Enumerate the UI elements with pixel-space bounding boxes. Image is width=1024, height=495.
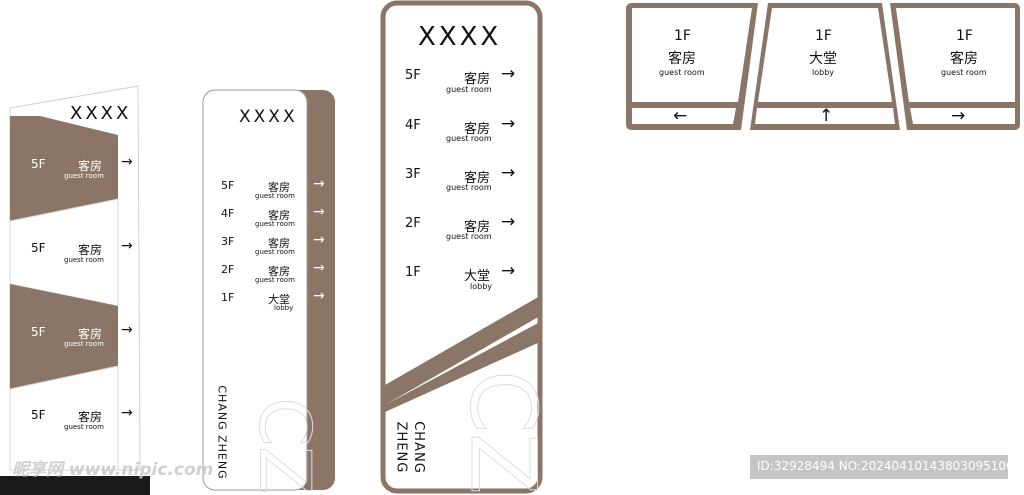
sign-1-floor: 5F [31,157,46,171]
sign-1-arrow-icon: → [121,322,133,338]
sign-4-en: guest room [941,68,987,77]
sign-4-arrow-left-icon: ← [673,106,688,126]
sign-4-floor: 1F [956,28,973,44]
sign-2-zh: 客房 [268,209,290,222]
sign-3-floor: 5F [405,68,421,83]
sign-1-arrow-icon: → [121,238,133,254]
sign-2-en: guest room [255,220,295,228]
sign-3-zh: 客房 [464,220,491,235]
sign-4-zh: 客房 [950,51,978,67]
sign-4-zh: 大堂 [809,51,837,67]
sign-2-zh: 客房 [268,181,290,194]
sign-1-floor: 5F [31,325,46,339]
sign-4-floor: 1F [815,28,832,44]
sign-1-zh: 客房 [78,243,103,257]
sign-4-en: lobby [812,68,835,77]
sign-2-en: guest room [255,276,295,284]
watermark-id-box [750,455,1008,479]
sign-3-floor: 1F [405,265,421,280]
sign-4-floor: 1F [674,28,691,44]
sign-3-en: guest room [446,85,492,94]
sign-1-floor: 5F [31,408,46,422]
sign-2-floor: 2F [221,263,235,276]
sign-2-arrow-icon: → [313,204,325,220]
sign-3-en: guest room [446,134,492,143]
sign-2-floor: 5F [221,179,235,192]
sign-2-arrow-icon: → [313,260,325,276]
sign-2-floor: 1F [221,291,235,304]
sign-2-floor: 3F [221,235,235,248]
sign-2-title: XXXX [239,107,298,127]
sign-4-arrow-up-icon: ↑ [819,106,834,126]
sign-3-floor: 4F [405,118,421,133]
sign-1-arrow-icon: → [121,154,133,170]
sign-1-zh: 客房 [78,327,103,341]
sign-3-en: lobby [470,282,493,291]
sign-2-en: lobby [274,304,294,312]
sign-3-arrow-icon: → [501,64,516,84]
sign-3-arrow-icon: → [501,212,516,232]
sign-3-zh: 客房 [464,171,491,186]
sign-1-en: guest room [64,340,104,348]
sign-3-en: guest room [446,183,492,192]
sign-2-zh: 大堂 [268,293,290,306]
sign-3-title: XXXX [418,22,502,52]
sign-2-en: guest room [255,248,295,256]
sign-1-title: XXXX [70,103,132,124]
sign-4-zh: 客房 [668,51,696,67]
sign-1-floor: 5F [31,241,46,255]
sign-3-zh: 客房 [464,72,491,87]
sign-4-arrow-right-icon: → [951,106,966,126]
watermark-id: ID:32928494 NO:20240410143803095106 [757,459,1014,473]
sign-3-zh: 大堂 [464,269,491,284]
sign-2-arrow-icon: → [313,232,325,248]
sign-1-zh: 客房 [78,410,103,424]
sign-3-arrow-icon: → [501,261,516,281]
sign-2-zh: 客房 [268,237,290,250]
sign-2-zh: 客房 [268,265,290,278]
sign-1-en: guest room [64,172,104,180]
sign-3-zh: 客房 [464,122,491,137]
sign-4-en: guest room [659,68,705,77]
sign-3-floor: 3F [405,167,421,182]
sign-3-floor: 2F [405,216,421,231]
watermark-site: 昵享网 www.nipic.com [12,460,214,480]
sign-1-en: guest room [64,423,104,431]
sign-3-arrow-icon: → [501,114,516,134]
sign-3-arrow-icon: → [501,163,516,183]
watermark-bar [0,476,150,495]
sign-2-en: guest room [255,192,295,200]
sign-3-en: guest room [446,232,492,241]
sign-1-zh: 客房 [78,159,103,173]
sign-2-arrow-icon: → [313,176,325,192]
sign-1-en: guest room [64,256,104,264]
sign-1-arrow-icon: → [121,405,133,421]
sign-2-arrow-icon: → [313,288,325,304]
sign-2-floor: 4F [221,207,235,220]
